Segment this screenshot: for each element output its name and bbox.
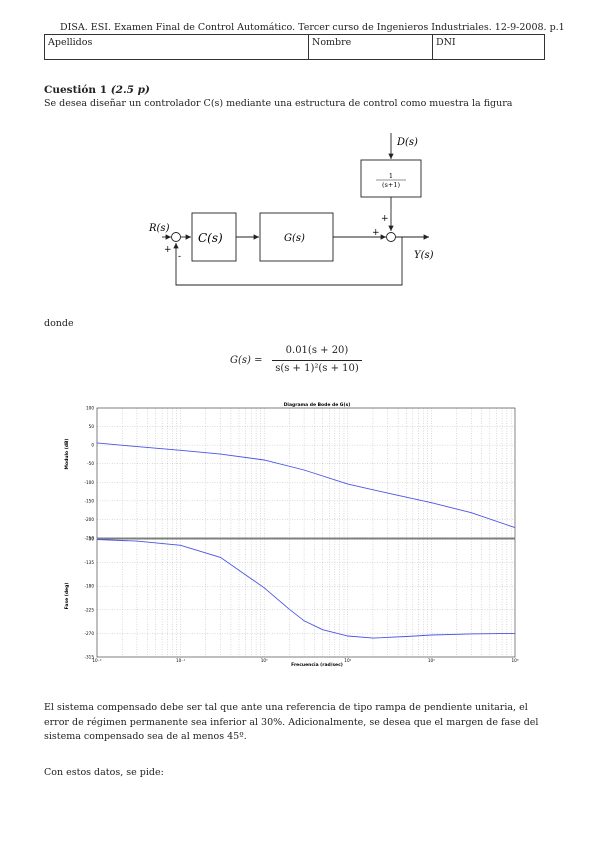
x-tick-label: 10¹ — [344, 658, 351, 663]
question-title: Cuestión 1 (2.5 p) — [44, 84, 150, 96]
phase-axis-label: Fase (deg) — [64, 583, 70, 610]
summing-junction-output — [386, 232, 396, 242]
formula-numerator: 0.01(s + 20) — [285, 345, 349, 356]
bode-curve — [96, 539, 516, 639]
block-diagram: R(s) D(s) Y(s) C(s) G(s) 1 (s+1) + - + + — [148, 133, 434, 286]
x-tick-label: 10² — [428, 658, 435, 663]
y-tick-label: -90 — [87, 537, 94, 542]
y-tick-label: -50 — [87, 461, 94, 466]
transfer-function-formula: G(s) = 0.01(s + 20) s(s + 1)²(s + 10) — [230, 345, 370, 379]
y-tick-label: 100 — [86, 406, 94, 411]
controller-label: C(s) — [198, 231, 223, 245]
filter-denominator: (s+1) — [382, 181, 400, 189]
y-tick-label: -180 — [84, 584, 94, 589]
sign-minus-feedback: - — [178, 252, 181, 262]
filter-numerator: 1 — [389, 172, 393, 180]
y-tick-label: -200 — [84, 517, 94, 522]
exam-header: DISA. ESI. Examen Final de Control Autom… — [60, 22, 565, 33]
y-tick-label: -315 — [84, 655, 94, 660]
y-tick-label: -135 — [84, 560, 94, 565]
y-tick-label: -270 — [84, 631, 94, 636]
donde-text: donde — [44, 318, 74, 329]
requirements-paragraph: El sistema compensado debe ser tal que a… — [44, 702, 539, 742]
x-tick-label: 10⁻² — [92, 658, 102, 663]
bode-title: Diagrama de Bode de G(s) — [284, 402, 351, 408]
disturbance-label: D(s) — [396, 137, 418, 148]
y-tick-label: 0 — [91, 443, 94, 448]
x-axis-label: Frecuencia (rad/sec) — [291, 662, 343, 668]
dni-field[interactable]: DNI — [436, 37, 456, 48]
question-title-text: Cuestión 1 — [44, 84, 108, 96]
name-field[interactable]: Nombre — [309, 35, 433, 59]
sign-plus-plant: + — [372, 228, 380, 238]
plot-frame — [96, 538, 516, 658]
y-tick-label: -250 — [84, 536, 94, 541]
x-tick-label: 10⁻¹ — [176, 658, 186, 663]
student-id-table: Apellidos Nombre DNI — [44, 34, 545, 60]
surname-field[interactable]: Apellidos — [45, 35, 309, 59]
y-tick-label: -225 — [84, 607, 94, 612]
magnitude-panel: 100 50 0 -50 -100 -150 -200 -250 — [84, 406, 516, 541]
bode-curve — [96, 442, 516, 529]
question-points: (2.5 p) — [110, 84, 150, 96]
y-tick-label: -100 — [84, 480, 94, 485]
formula-lhs: G(s) = — [230, 355, 263, 366]
magnitude-axis-label: Modulo (dB) — [64, 439, 70, 470]
question-intro: Se desea diseñar un controlador C(s) med… — [44, 98, 513, 109]
plot-frame — [96, 407, 516, 539]
x-tick-label: 10⁰ — [261, 658, 268, 663]
fraction-bar — [272, 360, 362, 361]
tasks-intro: Con estos datos, se pide: — [44, 767, 164, 778]
bode-plot: Diagrama de Bode de G(s) 100 50 0 -50 -100 -1… — [64, 402, 519, 668]
sign-plus-ref: + — [164, 245, 172, 255]
sign-plus-disturbance: + — [381, 214, 389, 224]
output-label: Y(s) — [414, 250, 434, 261]
y-tick-label: -150 — [84, 498, 94, 503]
plant-label: G(s) — [284, 233, 305, 244]
y-tick-label: 50 — [89, 424, 95, 429]
formula-denominator: s(s + 1)²(s + 10) — [275, 363, 359, 374]
summing-junction-input — [171, 232, 181, 242]
input-label: R(s) — [148, 223, 170, 234]
x-tick-label: 10³ — [511, 658, 518, 663]
